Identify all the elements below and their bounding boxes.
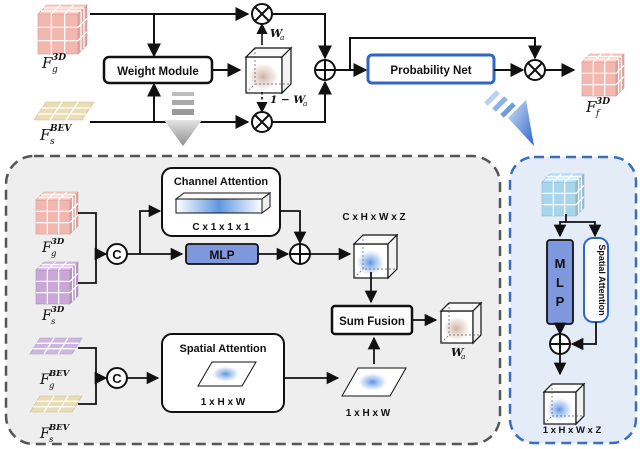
feature-cube	[352, 233, 399, 280]
channel-dims-label: C x 1 x 1 x 1	[192, 222, 250, 233]
probability-net-label: Probability Net	[390, 65, 471, 77]
vertical-mlp-label: M L P	[555, 256, 566, 309]
weight-module-label: Weight Module	[117, 66, 199, 78]
concat-lower-icon: C	[106, 367, 128, 389]
panel-w-a-label: W a	[451, 346, 465, 361]
input-bev-label: F BEV s	[39, 124, 72, 147]
mlp-label: MLP	[209, 248, 234, 262]
sum-panel-icon	[289, 243, 311, 265]
panel-g-bev-sub: g	[49, 381, 55, 391]
arrow-gbev-to-concat	[78, 347, 108, 385]
arrow-input-to-mlp	[553, 214, 567, 238]
panel-g-3d-sup: 3D	[51, 237, 65, 247]
panel-w-a-sub: a	[461, 352, 465, 361]
panel-s-bev-letter: F	[39, 426, 51, 442]
spatial-attention-plane	[197, 361, 257, 387]
spatial-attention-label: Spatial Attention	[180, 343, 267, 355]
panel-s-bev-sub: s	[49, 435, 54, 445]
arrow-mult-top-to-sum	[272, 13, 332, 60]
arrow-sum-skip-to-mult	[349, 37, 542, 70]
input-3d-sub: g	[52, 65, 58, 75]
w-a-top-sub: a	[280, 33, 284, 42]
panel-g-3d-sub: g	[51, 249, 57, 259]
probability-net-panel: M L P Spatial Attention 1 x H x W x Z	[508, 155, 638, 445]
multiply-bottom-icon	[251, 111, 273, 133]
zoom-arrow-gray	[164, 92, 202, 146]
output-label: F 3D f	[585, 97, 610, 119]
one-minus-w-a-sub: a	[303, 99, 307, 108]
spatial-dims-outer-label: 1 x H x W	[346, 408, 391, 419]
panel-label-s-bev: F BEV s	[39, 423, 71, 445]
w-a-top-letter: W	[270, 27, 284, 40]
panel-cube-s-3d	[35, 261, 79, 305]
panel-g-bev-sup: BEV	[48, 369, 71, 379]
weight-module-panel: F 3D g F 3D s F BEV g F BEV s C	[4, 154, 502, 446]
input-cube-3d	[37, 4, 88, 55]
arrow-input-to-spatial-attention	[566, 221, 602, 238]
arrow-mult-bottom-to-sum	[272, 80, 332, 123]
probability-output-cube	[542, 382, 586, 426]
vertical-spatial-attention-label: Spatial Attention	[597, 244, 607, 315]
output-cube	[581, 53, 625, 97]
arrow-channel-attention-to-sum	[280, 210, 307, 245]
panel-cube-g-3d	[35, 191, 79, 235]
spatial-map-plane	[341, 367, 407, 397]
one-minus-w-a-label: 1 − W a	[270, 94, 307, 108]
multiply-top-icon	[251, 3, 273, 25]
panel-label-g-bev: F BEV g	[39, 369, 71, 391]
vertical-mlp-letter-2: L	[556, 275, 564, 290]
spatial-dims-inner-label: 1 x H x W	[201, 397, 246, 408]
output-letter: F	[585, 98, 597, 116]
arrow-concat-to-channel-attention	[139, 204, 162, 254]
output-sub: f	[595, 109, 601, 119]
arrow-sbev-to-concat	[78, 378, 97, 405]
panel-w-a-letter: W	[451, 346, 465, 359]
panel-plane-s-bev	[29, 395, 83, 413]
sum-fusion-label: Sum Fusion	[339, 316, 405, 328]
multiply-right-icon	[524, 59, 546, 81]
weight-cube	[244, 46, 293, 95]
panel-weight-cube	[439, 301, 483, 345]
concat-upper-icon: C	[106, 243, 128, 265]
arrow-s3d-to-concat	[78, 254, 97, 284]
panel-label-s-3d: F 3D s	[41, 305, 65, 327]
sum-top-icon	[314, 59, 336, 81]
vertical-mlp-letter-1: M	[555, 256, 566, 271]
panel-plane-g-bev	[29, 337, 83, 355]
panel-label-g-3d: F 3D g	[41, 237, 65, 259]
input-bev-letter: F	[39, 126, 51, 144]
one-minus-w-a-text: 1 − W	[270, 94, 306, 106]
input-3d-letter: F	[41, 54, 53, 72]
input-3d-sup: 3D	[52, 53, 66, 63]
probability-input-cube	[541, 173, 585, 217]
top-row: F 3D g F BEV s Weight Module W a 1 − W	[33, 3, 625, 147]
w-a-top-label: W a	[270, 27, 284, 42]
probability-dims-label: 1 x H x W x Z	[543, 425, 602, 436]
arrow-spatial-attention-to-sum	[570, 322, 597, 351]
channel-attention-label: Channel Attention	[174, 176, 269, 188]
vertical-mlp-letter-3: P	[556, 294, 565, 309]
concat-upper-label: C	[112, 247, 122, 262]
panel-s-3d-sup: 3D	[51, 305, 65, 315]
input-bev-plane	[33, 101, 95, 121]
zoom-arrow-blue	[484, 90, 534, 146]
sum-right-icon	[549, 333, 571, 355]
panel-g-3d-letter: F	[41, 240, 53, 256]
input-bev-sup: BEV	[49, 124, 72, 134]
panel-s-bev-sup: BEV	[48, 423, 71, 433]
panel-s-3d-letter: F	[41, 308, 53, 324]
channel-attention-bar	[174, 192, 272, 214]
concat-lower-label: C	[112, 371, 122, 386]
panel-s-3d-sub: s	[51, 317, 56, 327]
input-3d-label: F 3D g	[41, 53, 66, 75]
arrow-g3d-to-concat	[78, 212, 108, 261]
output-sup: 3D	[596, 97, 610, 107]
input-bev-sub: s	[50, 137, 55, 147]
panel-g-bev-letter: F	[39, 372, 51, 388]
feature-cube-dims-label: C x H x W x Z	[342, 212, 405, 223]
